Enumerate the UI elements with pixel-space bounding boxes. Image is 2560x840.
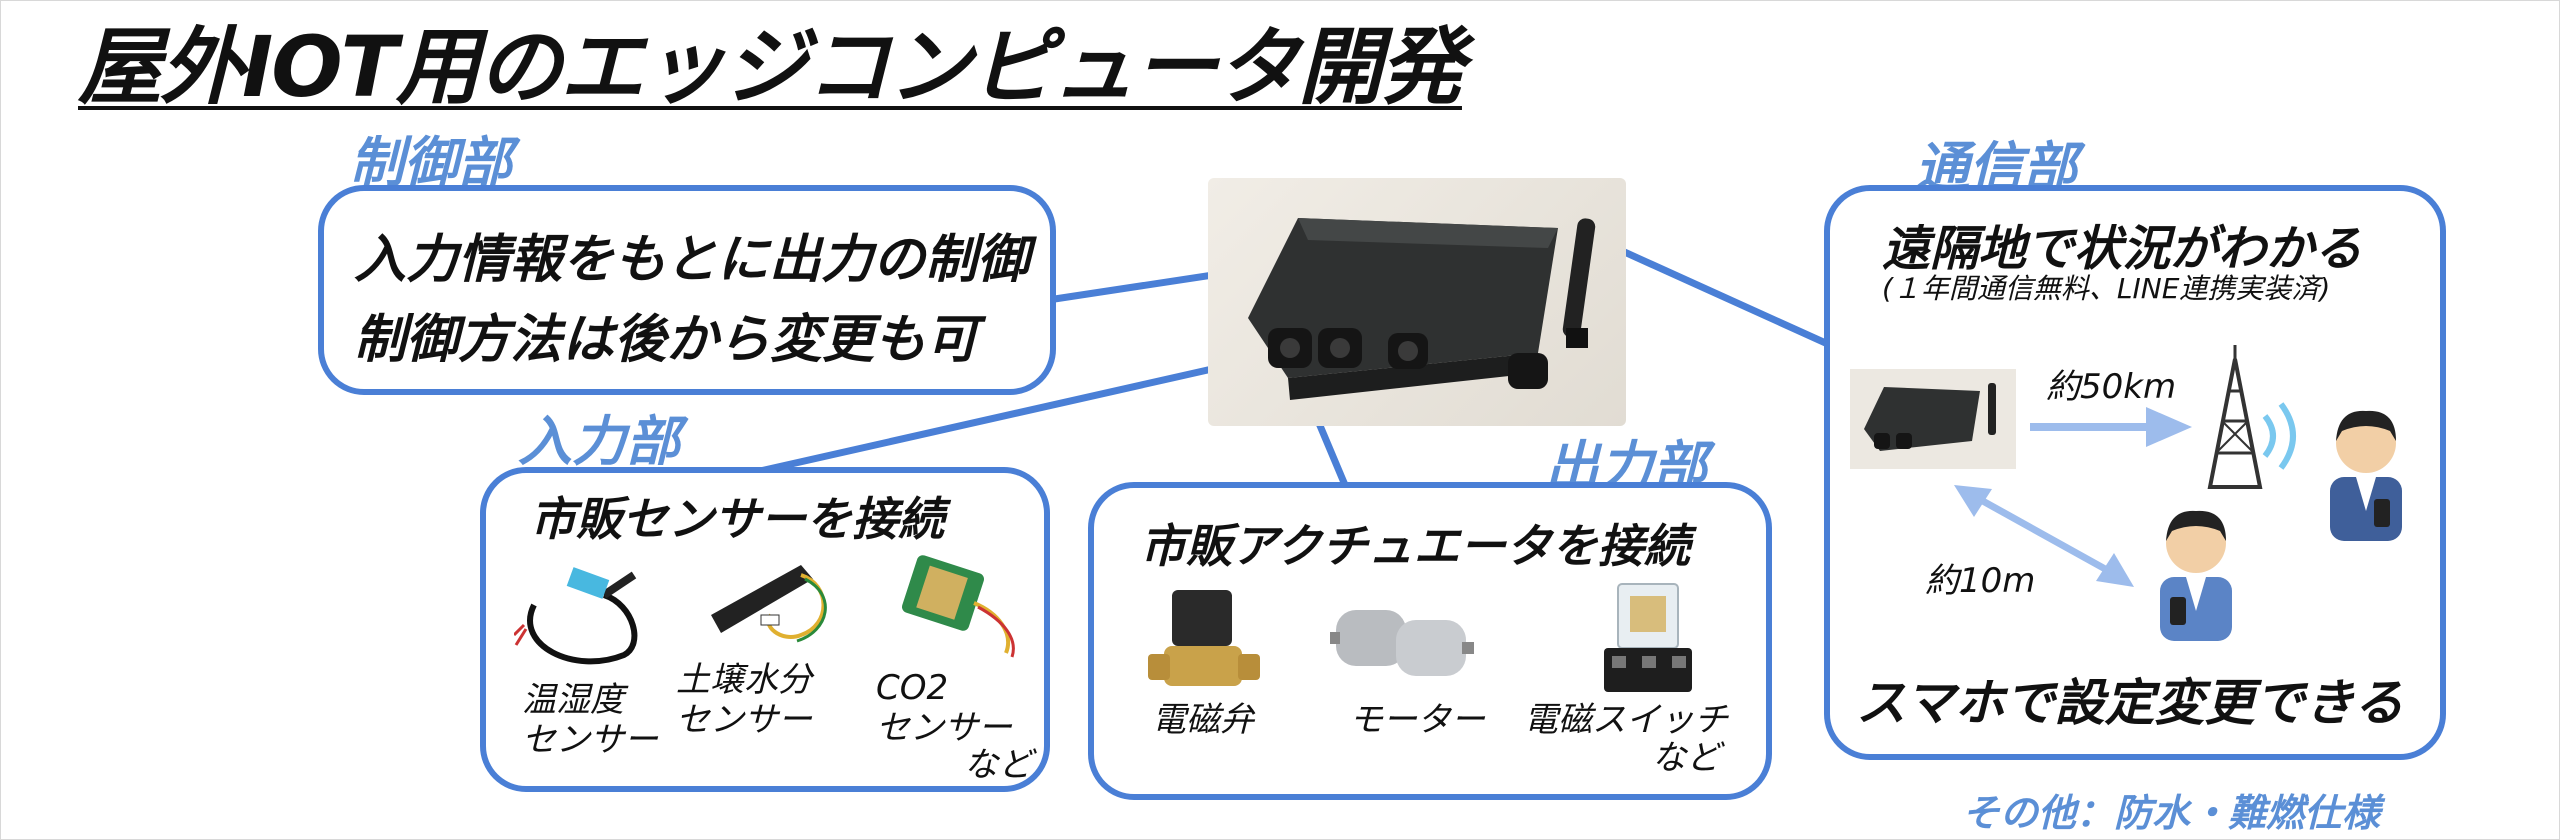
- distance-far-label: 約50km: [2046, 367, 2177, 407]
- output-heading: 市販アクチュエータを接続: [1140, 519, 1690, 573]
- sensor-label-co2-3: など: [964, 745, 1032, 785]
- solenoid-valve-image: [1148, 590, 1260, 686]
- control-section-label: 制御部: [350, 131, 512, 194]
- sensor-label-soil-2: センサー: [676, 700, 812, 740]
- co2-sensor-image: [902, 555, 1015, 658]
- relay-switch-image: [1604, 583, 1692, 692]
- actuator-label-relay-2: など: [1652, 738, 1720, 778]
- motor-image: [1330, 610, 1474, 676]
- page-title: 屋外IOT用のエッジコンピュータ開発: [78, 18, 1464, 116]
- double-arrow-icon: [1954, 485, 2134, 587]
- leader-line-input: [719, 356, 1253, 484]
- distance-near-label: 約10m: [1925, 561, 2036, 601]
- sensor-label-soil-1: 土壌水分: [676, 660, 812, 700]
- other-spec-note: その他：防水・難燃仕様: [1962, 791, 2381, 835]
- soil-moisture-sensor-image: [711, 565, 827, 643]
- input-section-label: 入力部: [518, 410, 680, 473]
- temp-humidity-sensor-image: [514, 567, 638, 665]
- input-box: 市販センサーを接続 温湿度 センサー 土壌水分 センサー CO2 センサー など: [480, 467, 1050, 792]
- control-box: 入力情報をもとに出力の制御 制御方法は後から変更も可: [318, 185, 1056, 395]
- nearby-person-with-phone-icon: [2160, 510, 2232, 641]
- cell-tower-icon: [2207, 345, 2263, 489]
- sensor-label-co2-1: CO2: [876, 668, 949, 708]
- device-thumbnail-image: [1850, 369, 2016, 469]
- sensor-label-temp-humidity-1: 温湿度: [522, 680, 624, 720]
- actuator-label-motor: モーター: [1349, 700, 1485, 740]
- signal-waves-icon: [2262, 402, 2296, 470]
- actuator-label-valve: 電磁弁: [1152, 700, 1254, 740]
- comm-footer: スマホで設定変更できる: [1856, 674, 2404, 732]
- actuator-label-relay-1: 電磁スイッチ: [1524, 700, 1728, 740]
- remote-person-with-phone-icon: [2330, 410, 2402, 541]
- leader-line-comm: [1618, 246, 1832, 349]
- arrow-right-icon: [2030, 407, 2192, 447]
- sensor-label-temp-humidity-2: センサー: [522, 720, 658, 760]
- comm-heading: 遠隔地で状況がわかる: [1882, 221, 2363, 277]
- control-line-2: 制御方法は後から変更も可: [354, 310, 979, 370]
- sensor-label-co2-2: センサー: [876, 708, 1012, 748]
- output-box: 市販アクチュエータを接続 電磁弁 モーター 電磁スイッチ など: [1088, 482, 1772, 800]
- comm-box: 遠隔地で状況がわかる (１年間通信無料、LINE連携実装済) 約50km: [1824, 185, 2446, 760]
- control-line-1: 入力情報をもとに出力の制御: [354, 230, 1029, 290]
- input-heading: 市販センサーを接続: [530, 492, 944, 546]
- comm-subnote: (１年間通信無料、LINE連携実装済): [1882, 272, 2331, 305]
- edge-computer-photo: [1208, 178, 1626, 426]
